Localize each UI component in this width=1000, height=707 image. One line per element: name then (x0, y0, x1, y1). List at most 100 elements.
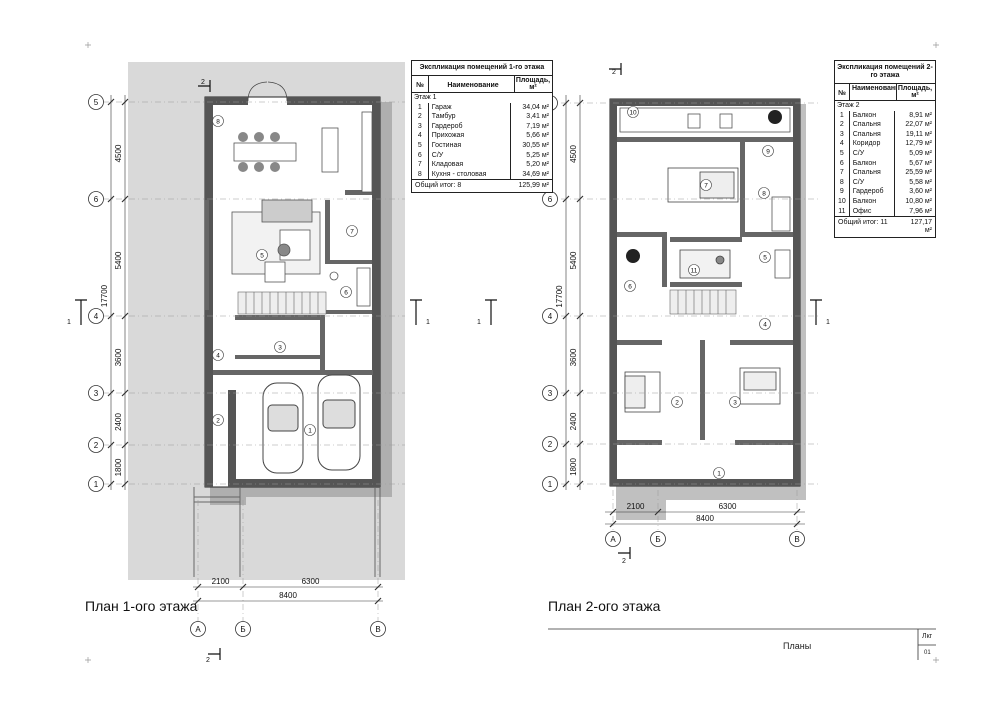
interior-walls (205, 190, 373, 375)
room-number: 1 (835, 110, 850, 121)
svg-text:4: 4 (94, 312, 99, 321)
title-block-lines (548, 628, 936, 660)
room-name: Гардероб (429, 121, 511, 132)
plan-2 (485, 63, 822, 559)
room-area: 12,79 м² (905, 140, 932, 148)
room-name: Балкон (850, 110, 895, 121)
room-area: 7,96 м² (909, 207, 932, 215)
dimension-text: 6300 (302, 577, 320, 586)
room-area: 22,07 м² (905, 121, 932, 129)
room-tag: 1 (304, 424, 316, 436)
room-schedule-floor-2: Экспликация помещений 2-го этажа № Наиме… (834, 60, 936, 239)
room-name: Кухня - столовая (429, 169, 511, 180)
svg-text:1: 1 (717, 470, 721, 477)
sheet-label: Лкг (922, 633, 933, 640)
room-number: 2 (412, 112, 429, 122)
axis-bubble: 2 (542, 436, 558, 452)
room-name: Тамбур (429, 112, 511, 122)
room-area: 5,20 м² (526, 161, 550, 169)
schedule-group-2: Этаж 2 (837, 102, 860, 109)
entry-door (247, 81, 288, 102)
svg-text:6: 6 (628, 283, 632, 290)
axis-bubble: 3 (88, 385, 104, 401)
stair-2 (669, 289, 737, 315)
room-number: 4 (835, 139, 850, 149)
schedule-total-2: Общий итог: 11 127,17 м² (835, 216, 935, 237)
section-mark-label: 2 (201, 79, 205, 86)
axis-bubble: Б (650, 531, 666, 547)
room-schedule-floor-1: Экспликация помещений 1-го этажа № Наиме… (411, 60, 553, 194)
dimension-text: 4500 (114, 144, 123, 162)
sheet-number: 01 (924, 650, 931, 656)
dimension-text: 3600 (569, 348, 578, 366)
room-tag: 4 (759, 318, 771, 330)
axis-bubble: 5 (88, 94, 104, 110)
dimension-text: 2400 (114, 413, 123, 431)
dimension-chain-vertical-2 (562, 95, 584, 490)
room-area: 34,04 м² (522, 103, 550, 111)
svg-text:2: 2 (216, 417, 220, 424)
room-tag: 5 (759, 251, 771, 263)
room-name: Гостиная (429, 140, 511, 151)
svg-text:6: 6 (548, 195, 553, 204)
plan-2-title: План 2-ого этажа (548, 598, 661, 614)
dining-table (233, 132, 297, 172)
corner-marks (85, 42, 939, 663)
svg-text:11: 11 (691, 267, 698, 274)
room-number: 9 (835, 187, 850, 197)
col-name: Наименование (429, 76, 515, 92)
grid-lines-horizontal (103, 101, 405, 485)
office-desk (679, 249, 731, 279)
svg-text:4: 4 (216, 352, 220, 359)
room-area: 10,80 м² (905, 197, 932, 205)
svg-text:9: 9 (766, 148, 770, 155)
room-tag: 7 (700, 179, 712, 191)
axis-bubble: В (370, 621, 386, 637)
room-area: 8,91 м² (909, 111, 932, 119)
kitchen-island (321, 111, 373, 193)
axis-bubble: А (605, 531, 621, 547)
svg-text:5: 5 (260, 252, 264, 259)
svg-text:Б: Б (240, 625, 245, 634)
svg-text:1: 1 (94, 480, 99, 489)
room-name: Гардероб (850, 187, 895, 197)
svg-text:1: 1 (308, 427, 312, 434)
section-marks (75, 80, 422, 660)
svg-text:А: А (610, 535, 616, 544)
room-number: 6 (835, 158, 850, 169)
sheet-name: Планы (783, 641, 812, 651)
axis-bubble: В (789, 531, 805, 547)
room-area: 3,60 м² (909, 188, 932, 196)
schedule-title: Экспликация помещений 1-го этажа (412, 61, 552, 76)
room-area: 34,69 м² (522, 170, 550, 178)
balcony-top (619, 107, 791, 133)
dimension-text: 1800 (114, 458, 123, 476)
room-number: 6 (412, 150, 429, 161)
room-number: 3 (412, 121, 429, 132)
porch-walls (193, 487, 381, 577)
room-name: Балкон (850, 196, 895, 207)
room-name: С/У (429, 150, 511, 161)
col-number-2: № (835, 84, 850, 100)
total-area: 125,99 м² (518, 182, 550, 190)
room-name: Кладовая (429, 160, 511, 170)
svg-text:3: 3 (733, 399, 737, 406)
svg-text:2: 2 (548, 440, 553, 449)
room-number: 5 (835, 148, 850, 159)
svg-text:В: В (375, 625, 380, 634)
room-area: 5,58 м² (909, 178, 932, 186)
svg-text:5: 5 (763, 254, 767, 261)
dimension-text: 6300 (719, 502, 737, 511)
room-tag: 11 (688, 264, 700, 276)
dimension-text: 2100 (212, 577, 230, 586)
svg-text:А: А (195, 625, 201, 634)
svg-text:4: 4 (548, 312, 553, 321)
section-marks-2 (485, 63, 822, 559)
axis-bubble: 4 (542, 308, 558, 324)
room-number: 2 (835, 120, 850, 130)
room-name: Офис (850, 206, 895, 217)
dimension-text: 5400 (114, 251, 123, 269)
